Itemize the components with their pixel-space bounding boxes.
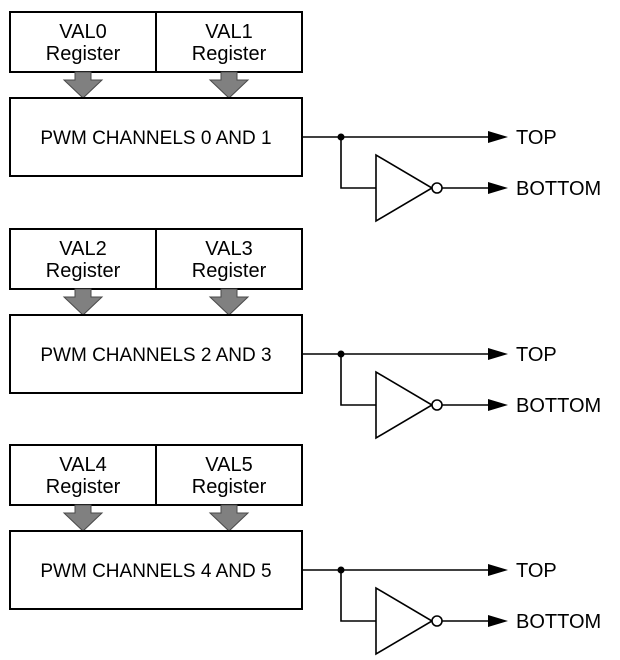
arrowhead-icon: [488, 399, 508, 411]
inverter-input-wire: [340, 137, 376, 189]
register-name-val4: VAL4: [59, 454, 106, 476]
channel-group-0: VAL0 Register VAL1 Register PWM CHANNELS…: [9, 11, 601, 223]
register-name-val0: VAL0: [59, 21, 106, 43]
register-name-val2: VAL2: [59, 238, 106, 260]
inversion-bubble-icon: [431, 182, 443, 194]
top-output-label: TOP: [516, 560, 557, 582]
inverter-input-wire: [340, 354, 376, 406]
pwm-channel-block: [9, 97, 303, 177]
bottom-output-label: BOTTOM: [516, 178, 601, 200]
inversion-bubble-icon: [431, 399, 443, 411]
register-box-val1: [155, 11, 303, 73]
pwm-channel-label: PWM CHANNELS 2 AND 3: [40, 345, 271, 366]
register-suffix-val5: Register: [192, 476, 267, 498]
inverter-icon: [375, 370, 434, 440]
top-output-label: TOP: [516, 344, 557, 366]
register-name-val5: VAL5: [205, 454, 252, 476]
arrowhead-icon: [488, 564, 508, 576]
down-arrow-icon: [208, 71, 250, 99]
register-box-val4: [9, 444, 157, 506]
inversion-bubble-icon: [431, 615, 443, 627]
arrowhead-icon: [488, 615, 508, 627]
arrowhead-icon: [488, 182, 508, 194]
bottom-output-label: BOTTOM: [516, 611, 601, 633]
bottom-output-label: BOTTOM: [516, 395, 601, 417]
register-suffix-val1: Register: [192, 43, 267, 65]
register-name-val3: VAL3: [205, 238, 252, 260]
inverter-icon: [375, 153, 434, 223]
down-arrow-icon: [62, 504, 104, 532]
inverter-input-wire: [340, 570, 376, 622]
top-output-label: TOP: [516, 127, 557, 149]
arrowhead-icon: [488, 131, 508, 143]
register-box-val3: [155, 228, 303, 290]
register-box-val0: [9, 11, 157, 73]
down-arrow-icon: [62, 71, 104, 99]
inverter-icon: [375, 586, 434, 656]
pwm-channel-label: PWM CHANNELS 0 AND 1: [40, 128, 271, 149]
channel-group-1: VAL2 Register VAL3 Register PWM CHANNELS…: [9, 228, 601, 440]
register-box-val5: [155, 444, 303, 506]
down-arrow-icon: [62, 288, 104, 316]
down-arrow-icon: [208, 504, 250, 532]
pwm-channel-label: PWM CHANNELS 4 AND 5: [40, 561, 271, 582]
register-suffix-val0: Register: [46, 43, 121, 65]
down-arrow-icon: [208, 288, 250, 316]
arrowhead-icon: [488, 348, 508, 360]
register-suffix-val4: Register: [46, 476, 121, 498]
register-suffix-val2: Register: [46, 260, 121, 282]
pwm-channel-block: [9, 530, 303, 610]
channel-group-2: VAL4 Register VAL5 Register PWM CHANNELS…: [9, 444, 601, 656]
register-name-val1: VAL1: [205, 21, 252, 43]
register-suffix-val3: Register: [192, 260, 267, 282]
